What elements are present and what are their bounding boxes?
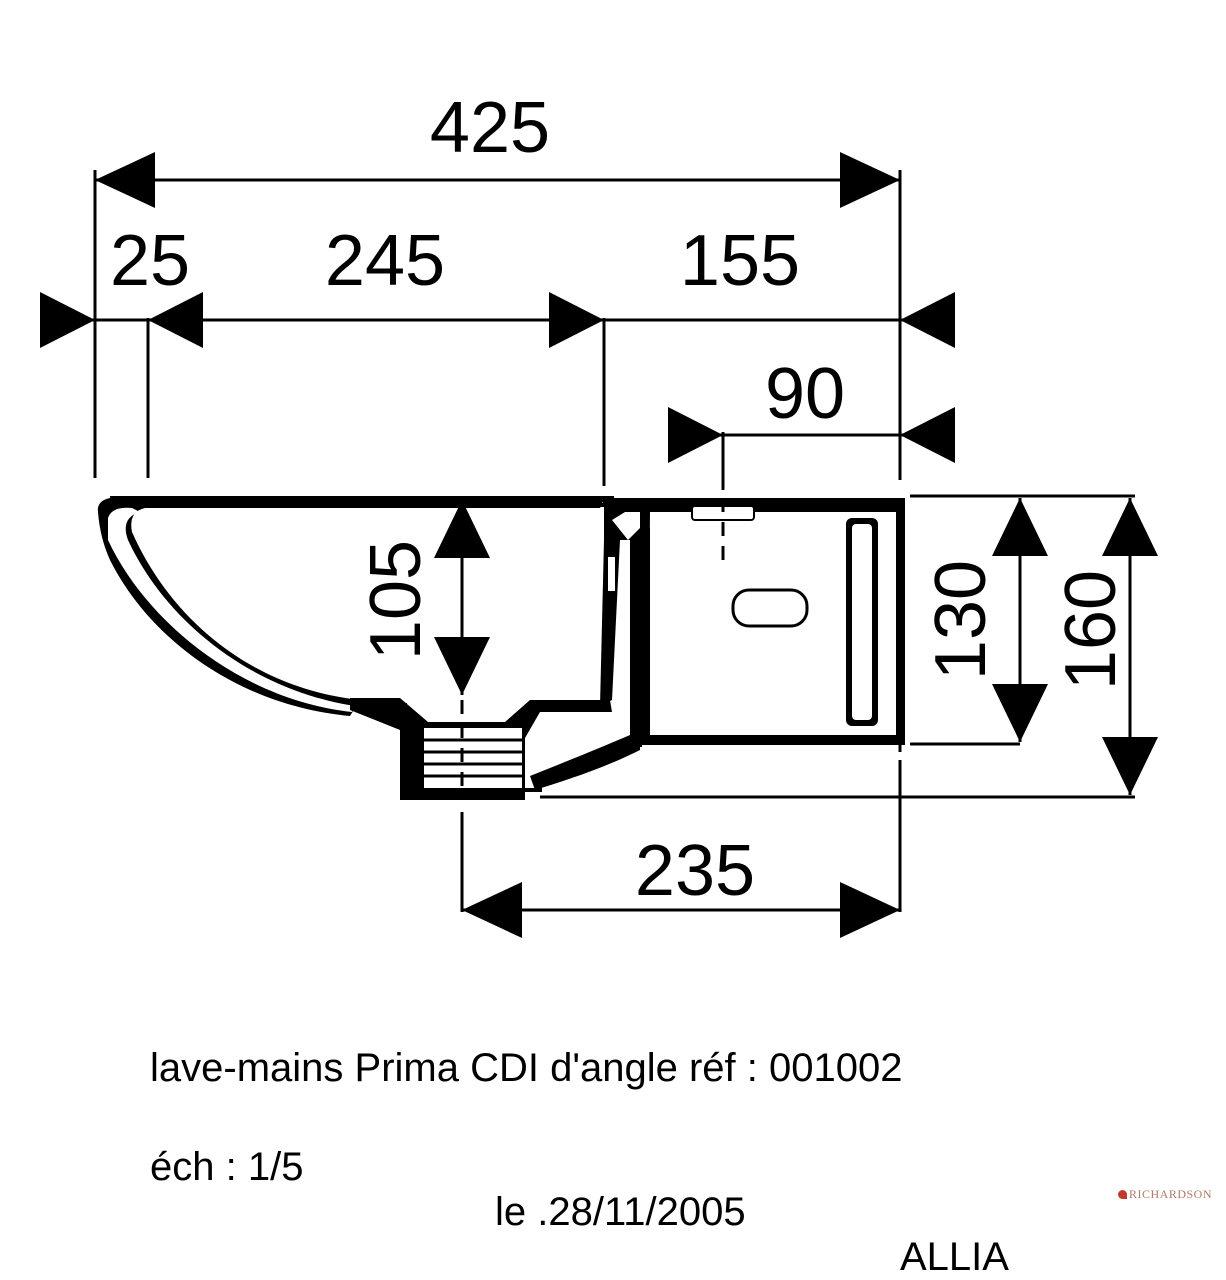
dim-label-425: 425 [430,88,550,168]
basin-section [97,496,905,800]
watermark: RICHARDSON [1117,1187,1212,1202]
dim-label-155: 155 [680,221,800,301]
arrow-head-right [840,152,900,208]
center-lines [460,498,902,790]
caption-scale: éch : 1/5 [150,1145,304,1189]
dim-label-130: 130 [921,560,1001,680]
dim-label-245: 245 [325,221,445,301]
dimension-160: 160 [1051,498,1158,795]
caption-brand: ALLIA [900,1235,1009,1279]
dim-label-235: 235 [635,831,755,911]
extension-lines [93,170,1135,912]
caption-title: lave-mains Prima CDI d'angle réf : 00100… [150,1046,903,1090]
arrow-head-left [95,152,155,208]
dimension-90: 90 [668,354,955,463]
dimension-105: 105 [356,500,490,695]
caption-info: éch : 1/5 le .28/11/2005 ALLIA [150,1100,1009,1280]
watermark-text: RICHARDSON [1128,1187,1212,1201]
caption-date: le .28/11/2005 [495,1190,746,1234]
dim-label-90: 90 [765,354,845,434]
dimension-235: 235 [462,831,900,938]
dim-label-25: 25 [110,221,190,301]
dimension-425: 425 [95,88,900,208]
dimension-130: 130 [921,498,1048,742]
dim-label-160: 160 [1051,570,1131,690]
watermark-logo-icon [1117,1190,1127,1199]
dimension-chain: 25 245 155 [40,221,955,348]
technical-drawing: 425 25 245 155 90 [40,88,1158,938]
dim-label-105: 105 [356,540,436,660]
